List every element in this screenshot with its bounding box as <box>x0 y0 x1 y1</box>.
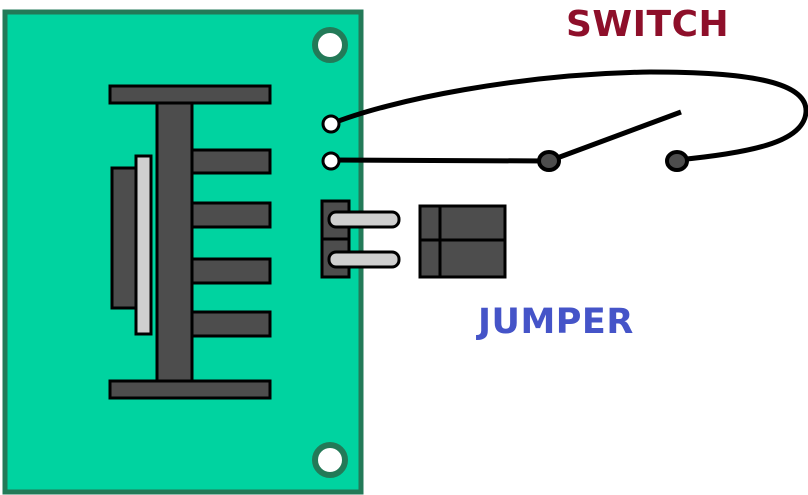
mounting-hole-top <box>312 27 348 63</box>
connector-lead <box>190 148 272 175</box>
mounting-hole-bottom <box>312 442 348 478</box>
connector-bottom-flange <box>108 379 272 400</box>
connector-lead <box>190 257 272 285</box>
connector-lead <box>190 310 272 338</box>
connector-back-plate <box>110 166 138 310</box>
switch-lever <box>548 109 682 164</box>
jumper-label: JUMPER <box>478 302 634 342</box>
switch-wire-upper <box>330 69 808 163</box>
connector <box>108 84 272 400</box>
header-pin <box>327 210 401 229</box>
connector-lead <box>190 201 272 229</box>
connector-insulator <box>134 154 153 336</box>
header-pins <box>320 199 401 279</box>
header-pin <box>327 250 401 269</box>
connector-body <box>155 101 194 383</box>
switch-contact-left <box>537 150 561 172</box>
connector-top-flange <box>108 84 272 105</box>
switch-contact-right <box>665 150 689 172</box>
jumper <box>418 204 507 279</box>
terminal-pad-lower <box>321 151 341 171</box>
switch-wire-lower <box>330 157 550 164</box>
terminal-pad-upper <box>321 114 341 134</box>
switch-label: SWITCH <box>566 4 730 45</box>
